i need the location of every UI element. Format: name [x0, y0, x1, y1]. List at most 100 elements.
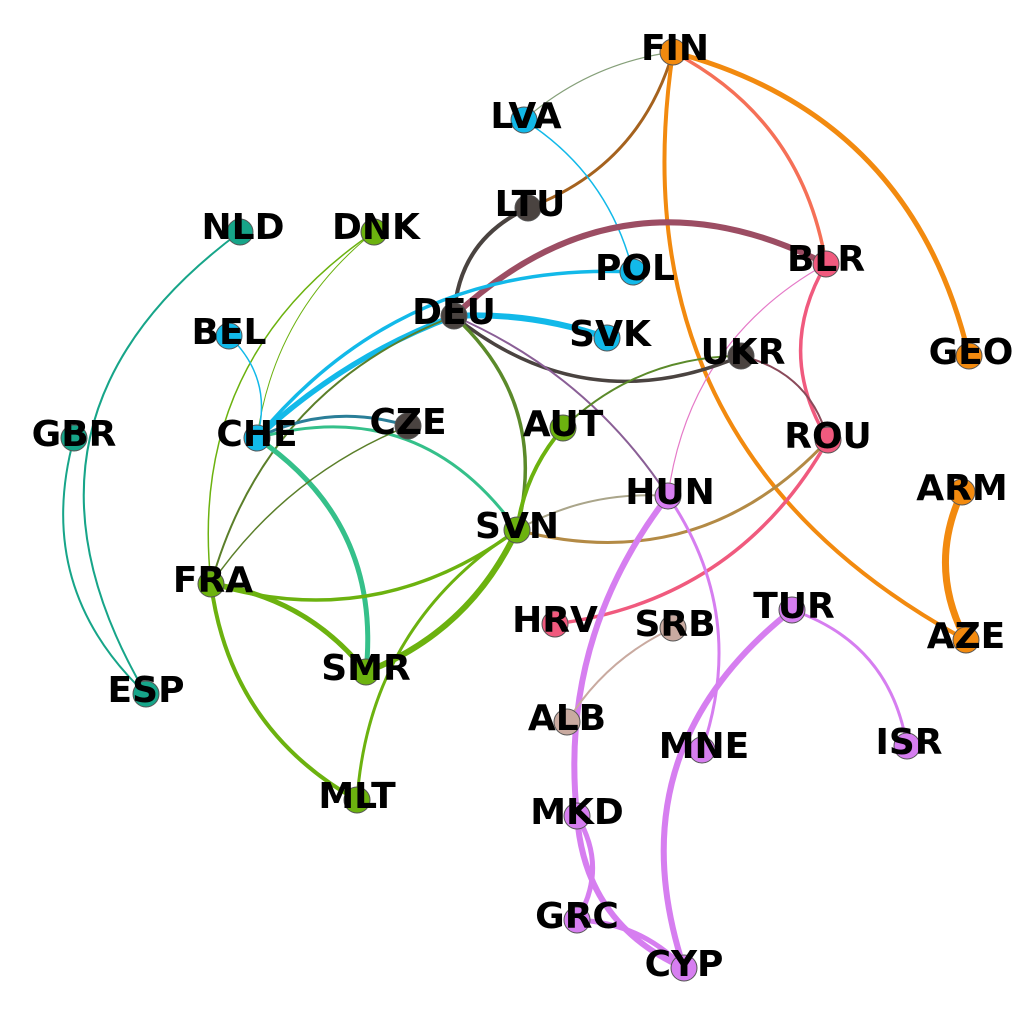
node-fra[interactable]: [197, 570, 225, 598]
edge-svn-mlt: [355, 528, 519, 802]
node-svk[interactable]: [593, 324, 621, 352]
node-label-smr: SMR: [321, 648, 410, 689]
node-pol[interactable]: [619, 258, 647, 286]
edge-hun-mkd: [571, 493, 671, 819]
edge-fra-mlt: [209, 582, 359, 802]
node-label-isr: ISR: [875, 722, 942, 763]
edge-srb-alb: [566, 627, 674, 723]
node-cze[interactable]: [394, 412, 422, 440]
node-arm[interactable]: [948, 478, 976, 506]
node-srb[interactable]: [659, 614, 687, 642]
node-aut[interactable]: [549, 414, 577, 442]
node-label-fra: FRA: [173, 560, 253, 601]
node-label-dnk: DNK: [332, 207, 421, 248]
edge-svn-smr: [363, 527, 520, 675]
node-hun[interactable]: [654, 482, 682, 510]
node-grc[interactable]: [563, 906, 591, 934]
node-rou[interactable]: [814, 426, 842, 454]
edge-mkd-cyp: [574, 813, 687, 971]
node-deu[interactable]: [440, 302, 468, 330]
node-che[interactable]: [243, 424, 271, 452]
node-label-lva: LVA: [490, 96, 561, 137]
node-label-mkd: MKD: [530, 792, 624, 833]
edge-deu-ukr: [452, 314, 743, 384]
node-label-aze: AZE: [927, 616, 1006, 657]
node-geo[interactable]: [955, 342, 983, 370]
node-label-hrv: HRV: [512, 600, 598, 641]
node-ukr[interactable]: [727, 342, 755, 370]
edge-blr-deu: [451, 219, 829, 319]
edge-ukr-aut: [562, 355, 742, 429]
node-label-tur: TUR: [753, 586, 835, 627]
node-hrv[interactable]: [541, 610, 569, 638]
node-bel[interactable]: [215, 322, 243, 350]
node-label-mlt: MLT: [318, 776, 396, 817]
edge-fin-geo: [670, 49, 972, 359]
node-label-pol: POL: [595, 248, 675, 289]
edge-pol-che: [255, 269, 635, 440]
node-label-cze: CZE: [369, 402, 446, 443]
node-esp[interactable]: [132, 680, 160, 708]
edge-dnk-fra: [207, 231, 375, 585]
node-dnk[interactable]: [360, 218, 388, 246]
nodes-layer: [60, 38, 983, 982]
node-tur[interactable]: [778, 596, 806, 624]
node-label-grc: GRC: [535, 896, 619, 937]
edge-gbr-esp: [62, 437, 147, 695]
node-alb[interactable]: [553, 708, 581, 736]
node-label-svk: SVK: [569, 314, 652, 355]
node-label-arm: ARM: [916, 468, 1007, 509]
node-label-hun: HUN: [625, 472, 715, 513]
node-label-svn: SVN: [475, 506, 559, 547]
node-label-alb: ALB: [528, 698, 606, 739]
node-label-aut: AUT: [523, 404, 604, 445]
node-label-cyp: CYP: [645, 944, 724, 985]
labels-layer: FIN LVA LTU NLD DNK BLR POL DEU BEL SVK UKR GEO GBR C…: [32, 28, 1014, 985]
edge-fin-aze: [662, 50, 968, 642]
edge-deu-svk: [451, 312, 610, 341]
node-mkd[interactable]: [563, 802, 591, 830]
edge-dnk-che: [256, 231, 375, 439]
node-label-ltu: LTU: [495, 184, 566, 225]
node-label-ukr: UKR: [701, 332, 786, 373]
node-cyp[interactable]: [670, 954, 698, 982]
node-label-fin: FIN: [641, 28, 709, 69]
node-label-rou: ROU: [784, 416, 872, 457]
node-nld[interactable]: [226, 218, 254, 246]
edge-nld-esp: [82, 231, 241, 695]
node-ltu[interactable]: [514, 194, 542, 222]
edge-blr-rou: [798, 262, 830, 442]
node-label-che: CHE: [216, 414, 297, 455]
node-mlt[interactable]: [343, 786, 371, 814]
edge-rou-svn: [515, 438, 830, 544]
node-label-blr: BLR: [787, 239, 865, 280]
node-blr[interactable]: [812, 250, 840, 278]
edge-lva-pol: [523, 119, 634, 273]
edge-deu-hun: [453, 315, 669, 497]
node-label-srb: SRB: [634, 604, 715, 645]
node-aze[interactable]: [952, 626, 980, 654]
edge-fin-blr: [671, 50, 828, 266]
node-gbr[interactable]: [60, 424, 88, 452]
edge-cze-fra: [210, 425, 409, 585]
node-fin[interactable]: [659, 38, 687, 66]
edge-che-cze: [255, 414, 410, 440]
node-label-nld: NLD: [202, 207, 285, 248]
node-mne[interactable]: [688, 736, 716, 764]
edge-tur-isr: [790, 608, 909, 748]
node-label-geo: GEO: [929, 332, 1014, 373]
node-label-bel: BEL: [192, 312, 267, 353]
node-label-gbr: GBR: [32, 414, 117, 455]
edge-che-smr: [254, 435, 371, 675]
node-lva[interactable]: [510, 106, 538, 134]
node-svn[interactable]: [503, 516, 531, 544]
edge-hun-svn: [516, 494, 669, 531]
edge-tur-cyp: [660, 607, 795, 971]
node-isr[interactable]: [893, 732, 921, 760]
edge-hun-mne: [666, 494, 721, 752]
edge-ukr-rou: [740, 355, 829, 441]
edge-fra-smr: [208, 581, 369, 675]
node-smr[interactable]: [352, 658, 380, 686]
node-label-deu: DEU: [412, 292, 496, 333]
